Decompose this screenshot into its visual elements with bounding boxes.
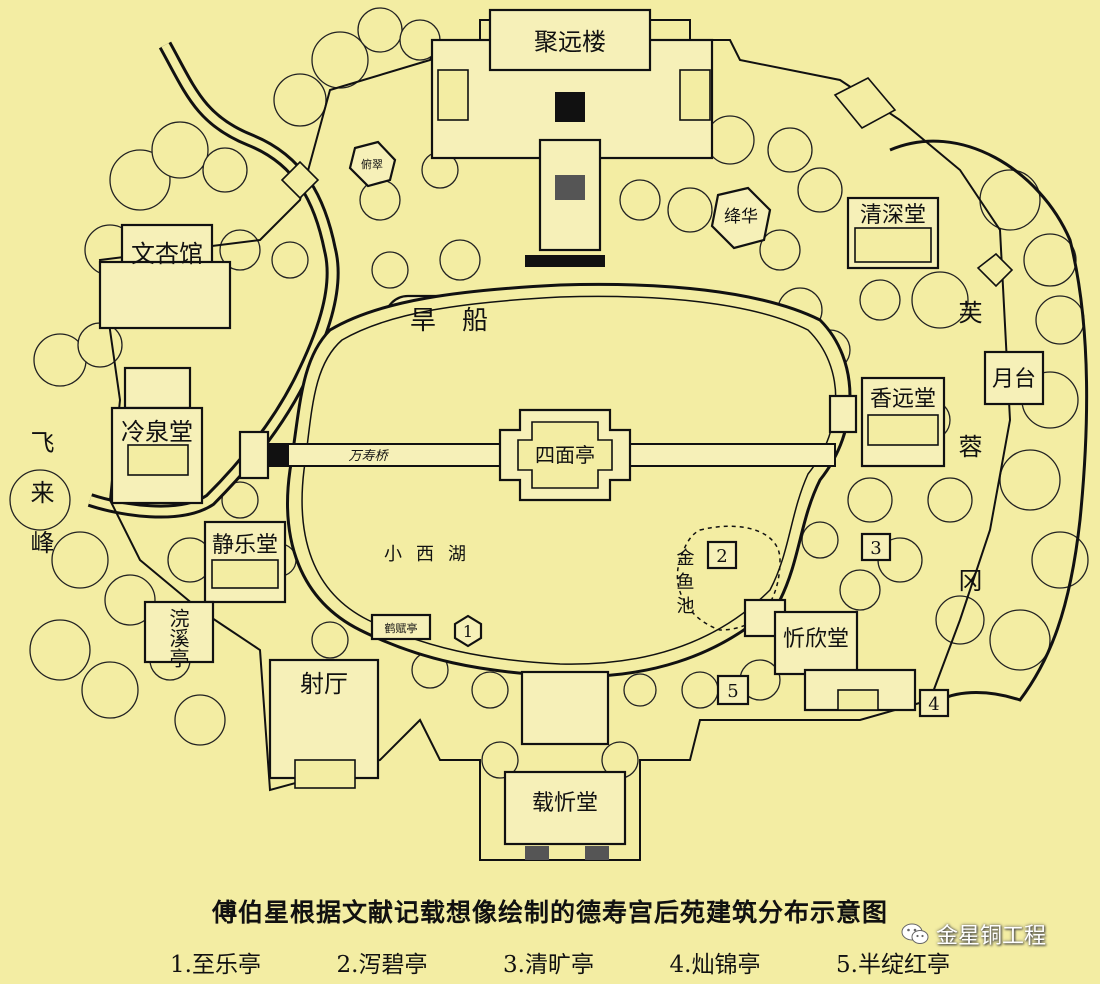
label-lanyunting: 鹤赋亭	[385, 621, 418, 635]
wechat-icon	[901, 923, 929, 944]
label-hanchuan: 旱船	[410, 306, 514, 336]
label-wenxingguan: 文杏馆	[131, 240, 203, 268]
legend: 1.至乐亭 2.泻碧亭 3.清旷亭 4.灿锦亭 5.半绽红亭	[170, 945, 950, 979]
label-huanxiting: 浣溪亭	[166, 608, 190, 668]
label-furongang: 芙蓉冈	[954, 300, 982, 702]
label-fucui: 俯翠	[361, 157, 383, 171]
label-jingletang: 静乐堂	[212, 533, 278, 558]
marker-3: 3	[870, 538, 881, 559]
label-jianghua: 绛华	[724, 207, 758, 227]
label-xiangyuantang: 香远堂	[870, 387, 936, 412]
label-lengquantang: 冷泉堂	[121, 418, 193, 446]
label-jinyuchi: 金鱼池	[674, 548, 695, 620]
marker-2: 2	[716, 546, 727, 567]
fucui-pavilion	[348, 140, 397, 188]
label-qingshentang: 清深堂	[860, 203, 926, 228]
marker-4: 4	[928, 694, 939, 715]
label-xiaoxihu: 小西湖	[384, 544, 480, 565]
jinyuchi-pond	[676, 525, 781, 631]
map-caption: 傅伯星根据文献记载想像绘制的德寿宫后苑建筑分布示意图	[211, 898, 888, 927]
marker-5: 5	[727, 681, 738, 702]
legend-item-3: 3.清旷亭	[503, 952, 594, 978]
hill-outline	[889, 139, 1089, 702]
legend-item-1: 1.至乐亭	[170, 952, 261, 978]
label-xinxintang: 忻欣堂	[783, 627, 849, 652]
legend-item-4: 4.灿锦亭	[669, 952, 761, 978]
label-feilaifeng: 飞来峰	[26, 430, 54, 580]
legend-item-2: 2.泻碧亭	[336, 952, 428, 978]
label-wanshouqiao: 万寿桥	[348, 449, 389, 464]
watermark-text: 金星铜工程	[936, 924, 1047, 949]
watermark: 金星铜工程	[900, 918, 1046, 950]
marker-1: 1	[463, 622, 473, 641]
label-shanting: 射厅	[300, 670, 348, 698]
label-juyuanlou: 聚远楼	[534, 28, 606, 56]
label-simianting: 四面亭	[535, 443, 595, 467]
legend-item-5: 5.半绽红亭	[836, 952, 950, 978]
label-zaixintang: 载忻堂	[532, 791, 598, 816]
label-yuetai: 月台	[992, 367, 1036, 392]
garden-map: 聚远楼 文杏馆 清深堂 旱船 香远堂 月台 冷泉堂 四面亭 万寿桥 静乐堂 小西…	[9, 7, 1089, 861]
jianghua-pavilion	[710, 186, 772, 250]
